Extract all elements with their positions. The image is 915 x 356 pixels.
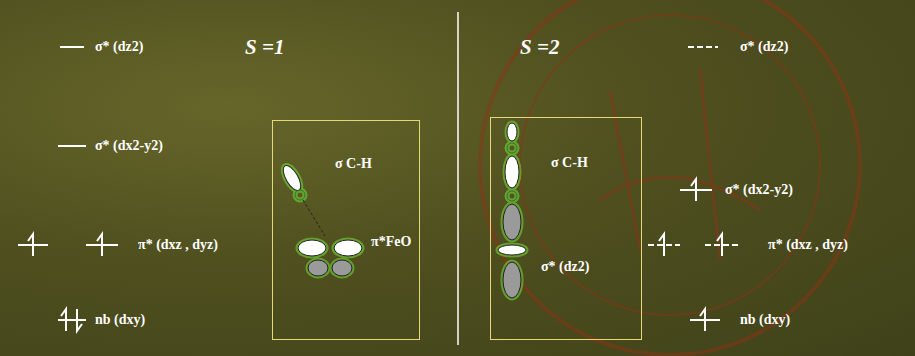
orbital-box: σ C-H π*FeO [272, 120, 420, 340]
orbital-level-label: π* (dxz , dyz) [138, 236, 218, 254]
spin-state-label: S =2 [520, 35, 559, 59]
orbital-level-label: σ* (dz2) [740, 38, 788, 56]
orbital-level-label: nb (dxy) [740, 311, 790, 329]
orbital-label: σ C-H [335, 155, 372, 173]
orbital-label: σ* (dz2) [541, 258, 589, 276]
spin-state-label: S =1 [245, 35, 284, 59]
orbital-label: π*FeO [371, 233, 411, 251]
seal-watermark [480, 0, 860, 355]
energy-levels [18, 47, 740, 331]
orbital-label: σ C-H [551, 154, 588, 172]
orbital-level-label: nb (dxy) [95, 311, 145, 329]
orbital-box: σ C-H σ* (dz2) [490, 117, 642, 340]
orbital-level-label: σ* (dx2-y2) [95, 137, 163, 155]
orbital-level-label: σ* (dz2) [95, 38, 143, 56]
orbital-level-label: π* (dxz , dyz) [768, 236, 848, 254]
orbital-level-label: σ* (dx2-y2) [725, 181, 793, 199]
